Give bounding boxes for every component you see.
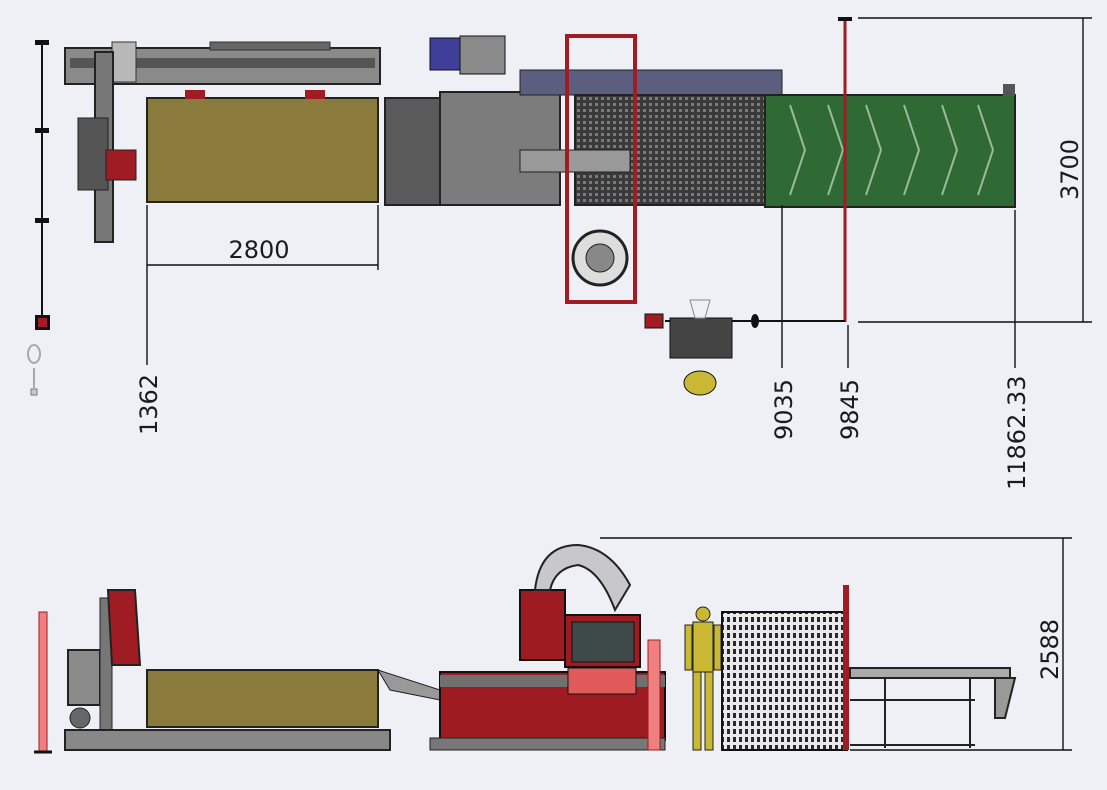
board-top — [146, 97, 379, 203]
dimension-label: 11862.33 — [1003, 375, 1031, 490]
origin-marker — [27, 344, 41, 396]
enclosure-mesh-side — [721, 611, 848, 751]
outfeed-conveyor-side — [849, 667, 1017, 748]
machine-frame-top — [565, 34, 637, 304]
dimension-label: 2588 — [1036, 619, 1064, 680]
dimension-2588: 2588 — [600, 537, 1072, 751]
dimension-label: 2800 — [228, 236, 289, 264]
motor — [429, 37, 461, 71]
operator-station-top — [644, 299, 845, 396]
operator-figure-top — [683, 370, 717, 396]
base-rail — [64, 729, 391, 751]
dimension-9035: 9035 — [770, 205, 798, 440]
safety-pole-side — [647, 639, 661, 751]
dimension-label: 9845 — [836, 379, 864, 440]
dimension-9845: 9845 — [836, 325, 864, 440]
reference-pole-top — [35, 40, 50, 330]
board-side — [146, 669, 379, 728]
dimension-label: 9035 — [770, 379, 798, 440]
gantry-loader-top — [64, 41, 381, 243]
dimension-label: 3700 — [1056, 139, 1084, 200]
cnc-machine-side — [429, 543, 666, 751]
side-view: 2588 — [34, 537, 1072, 754]
dimension-11862: 11862.33 — [1003, 210, 1031, 490]
dimension-label: 1362 — [135, 374, 163, 435]
dimension-2800: 2800 — [147, 205, 379, 270]
machine-body-top — [439, 91, 561, 206]
top-view: 2800 1362 9035 9845 11862.33 3700 — [27, 17, 1092, 490]
dimension-3700: 3700 — [858, 17, 1092, 323]
reference-pole-side — [38, 611, 48, 753]
outfeed-conveyor-top — [764, 84, 1016, 208]
dimension-1362: 1362 — [135, 205, 163, 435]
operator-figure-side — [684, 606, 722, 751]
gantry-loader-side — [67, 589, 142, 734]
infeed-table-top — [384, 97, 441, 206]
